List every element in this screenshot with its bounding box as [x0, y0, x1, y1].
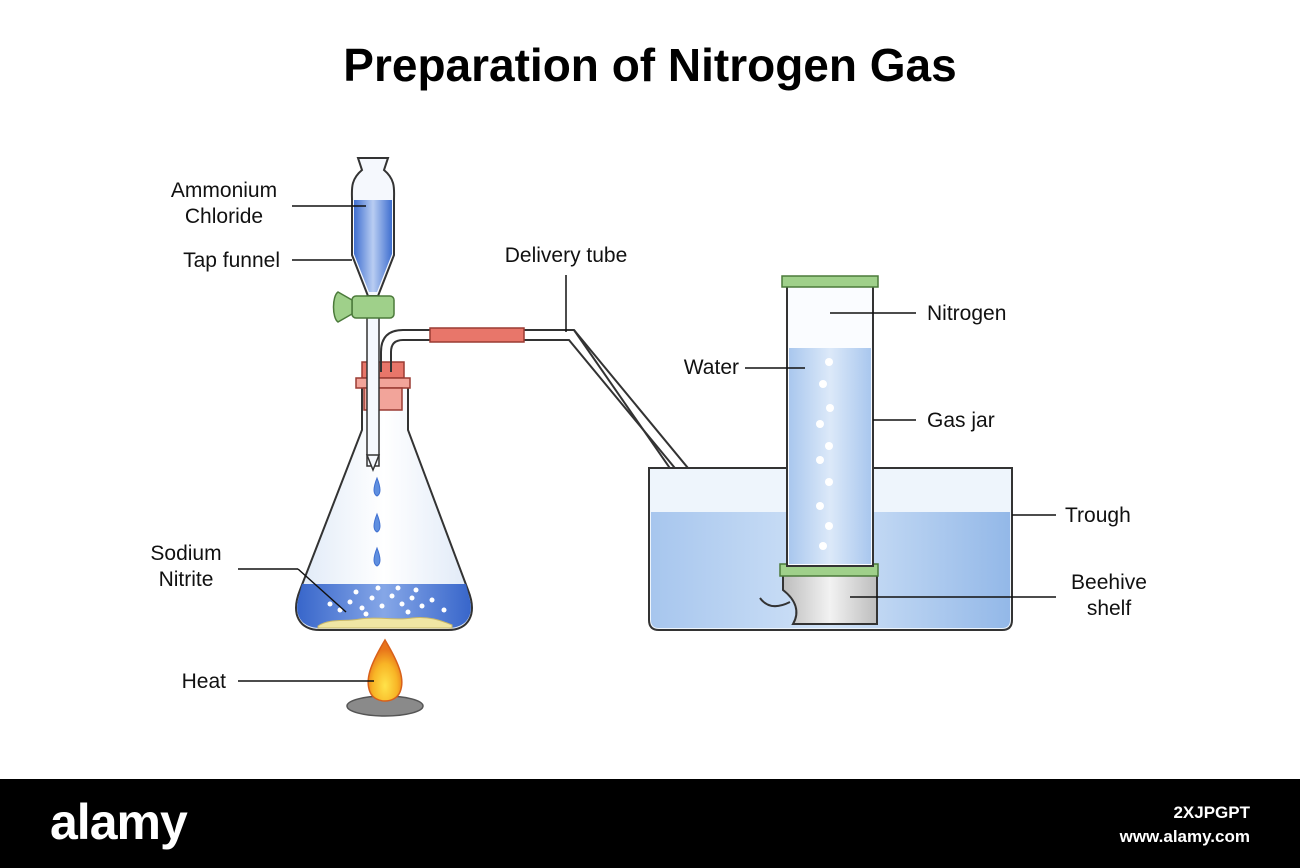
rubber-connector — [429, 327, 525, 343]
gas-jar — [781, 275, 879, 567]
conical-flask — [295, 381, 473, 631]
label-sodium-nitrite-line2: Nitrite — [159, 568, 214, 591]
label-water: Water — [684, 356, 739, 379]
footer-image-id: 2XJPGPT — [1173, 803, 1250, 822]
leader-lines — [238, 205, 1056, 682]
label-trough: Trough — [1065, 504, 1131, 527]
label-ammonium-chloride-line2: Chloride — [185, 205, 263, 228]
label-delivery-tube: Delivery tube — [505, 244, 628, 267]
stopcock-handle-icon — [332, 291, 353, 323]
footer-logo: alamy — [50, 794, 188, 850]
jar-water — [789, 348, 871, 564]
label-gas-jar: Gas jar — [927, 409, 995, 432]
tap-funnel — [332, 157, 396, 473]
footer-image-info: 2XJPGPT www.alamy.com — [1120, 801, 1250, 849]
label-tap-funnel: Tap funnel — [183, 249, 280, 272]
flame-icon — [367, 638, 403, 702]
stopcock — [351, 295, 395, 319]
label-beehive-shelf-line2: shelf — [1087, 597, 1132, 620]
beehive-shelf — [779, 563, 879, 625]
label-ammonium-chloride-line1: Ammonium — [171, 179, 277, 202]
label-sodium-nitrite-line1: Sodium — [150, 542, 221, 565]
footer-site: www.alamy.com — [1119, 827, 1250, 846]
watermark-footer: alamy 2XJPGPT www.alamy.com — [0, 779, 1300, 868]
label-beehive-shelf-line1: Beehive — [1071, 571, 1147, 594]
label-nitrogen: Nitrogen — [927, 302, 1006, 325]
apparatus-diagram: Ammonium Chloride Tap funnel Delivery tu… — [150, 157, 1147, 717]
bubbles-jar — [816, 358, 834, 550]
page-title: Preparation of Nitrogen Gas — [343, 39, 957, 91]
label-heat: Heat — [182, 670, 227, 693]
sodium-nitrite-solid — [317, 617, 453, 629]
burner — [346, 638, 424, 717]
jar-cover-plate — [781, 275, 879, 288]
funnel-liquid — [354, 200, 392, 292]
droplets — [373, 476, 381, 567]
rubber-stopper — [355, 361, 411, 411]
